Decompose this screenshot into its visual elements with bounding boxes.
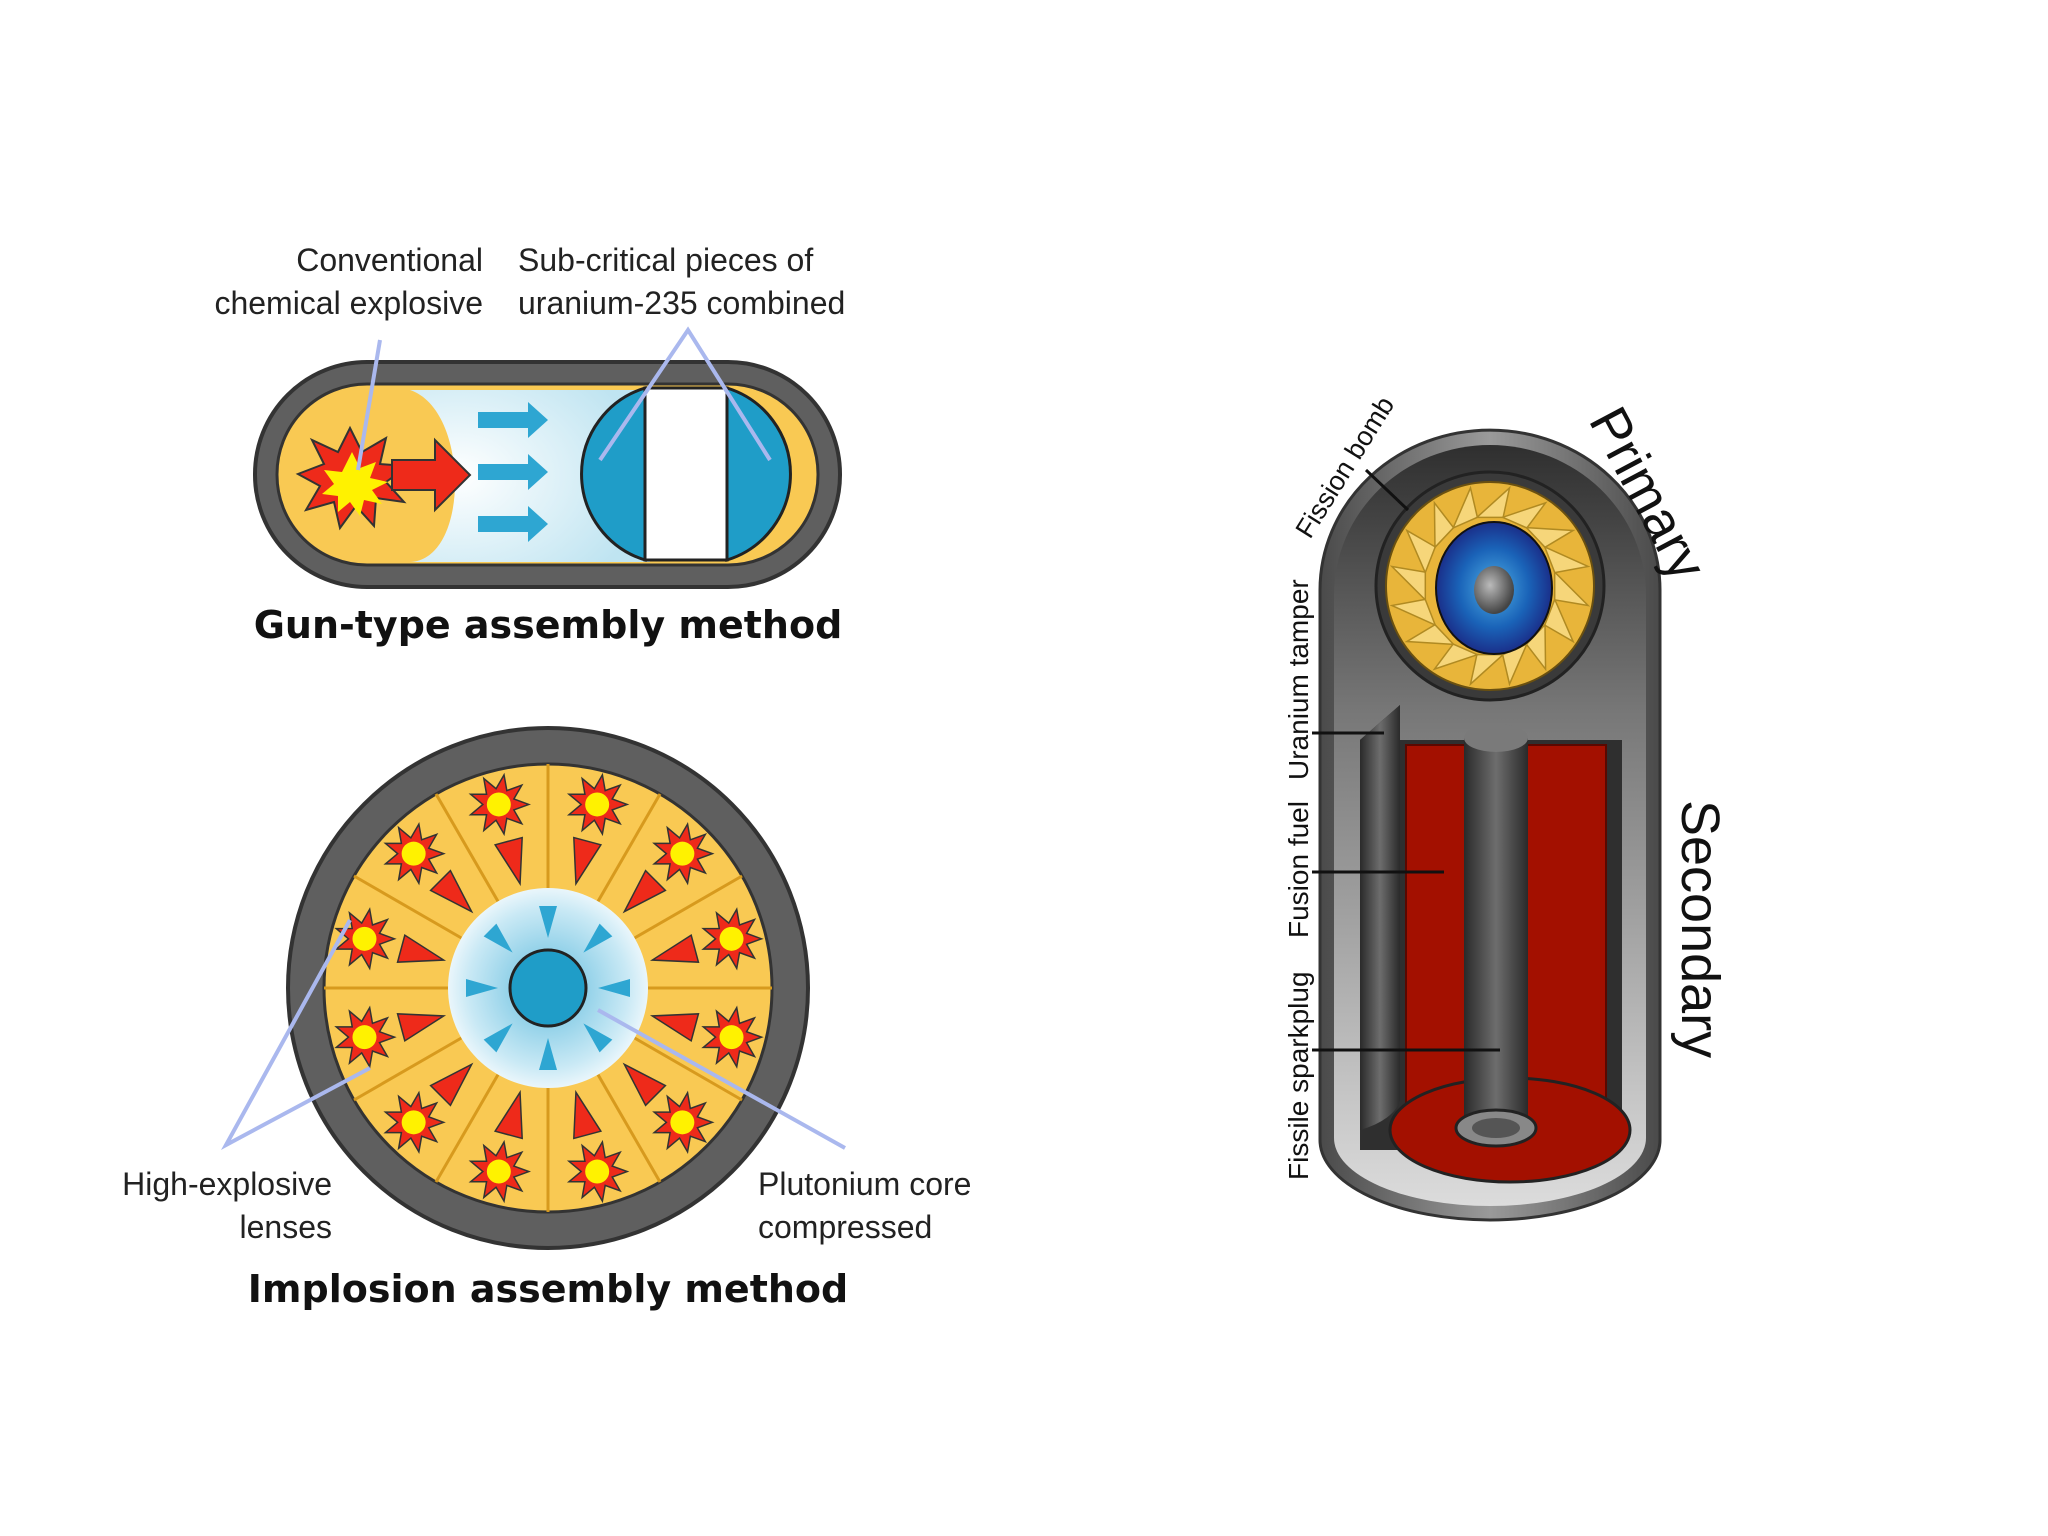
label-explosive-line1: Conventional xyxy=(296,242,483,278)
label-fissile-sparkplug: Fissile sparkplug xyxy=(1283,971,1314,1180)
gun-motion-arrows xyxy=(478,402,548,542)
implosion-caption: Implosion assembly method xyxy=(248,1267,848,1311)
lens-blast-core xyxy=(670,1110,694,1134)
gun-type-diagram: Conventional chemical explosive Sub-crit… xyxy=(214,242,845,647)
lens-blast-core xyxy=(585,1160,609,1184)
lens-blast-core xyxy=(720,927,744,951)
lens-blast-core xyxy=(585,792,609,816)
label-lenses-line2: lenses xyxy=(240,1209,333,1245)
label-pieces-line2: uranium-235 combined xyxy=(518,285,845,321)
lens-blast-core xyxy=(402,842,426,866)
gun-type-caption: Gun-type assembly method xyxy=(254,603,843,647)
sparkplug-top xyxy=(1464,724,1528,752)
gun-barrel-gap xyxy=(645,388,727,560)
label-core-line2: compressed xyxy=(758,1209,932,1245)
label-uranium-tamper: Uranium tamper xyxy=(1283,579,1314,780)
label-fusion-fuel: Fusion fuel xyxy=(1283,801,1314,938)
sparkplug-rod xyxy=(1464,738,1528,1128)
lens-blast-core xyxy=(670,842,694,866)
label-explosive-line2: chemical explosive xyxy=(214,285,483,321)
label-lenses-line1: High-explosive xyxy=(122,1166,332,1202)
lens-blast-core xyxy=(487,792,511,816)
thermonuclear-diagram: Fission bomb Uranium tamper Fusion fuel … xyxy=(1283,391,1730,1220)
lens-blast-core xyxy=(720,1025,744,1049)
primary-pit xyxy=(1474,566,1514,614)
plutonium-core xyxy=(510,950,586,1026)
label-pieces-line1: Sub-critical pieces of xyxy=(518,242,813,278)
lens-blast-core xyxy=(487,1160,511,1184)
lens-blast-core xyxy=(352,1025,376,1049)
lens-blast-core xyxy=(402,1110,426,1134)
label-core-line1: Plutonium core xyxy=(758,1166,971,1202)
sparkplug-bottom-hole xyxy=(1472,1118,1520,1138)
lens-blast-core xyxy=(352,927,376,951)
label-secondary: Secondary xyxy=(1670,800,1730,1058)
implosion-diagram: High-explosive lenses Plutonium core com… xyxy=(122,728,971,1311)
tamper-cutaway xyxy=(1360,705,1400,1130)
